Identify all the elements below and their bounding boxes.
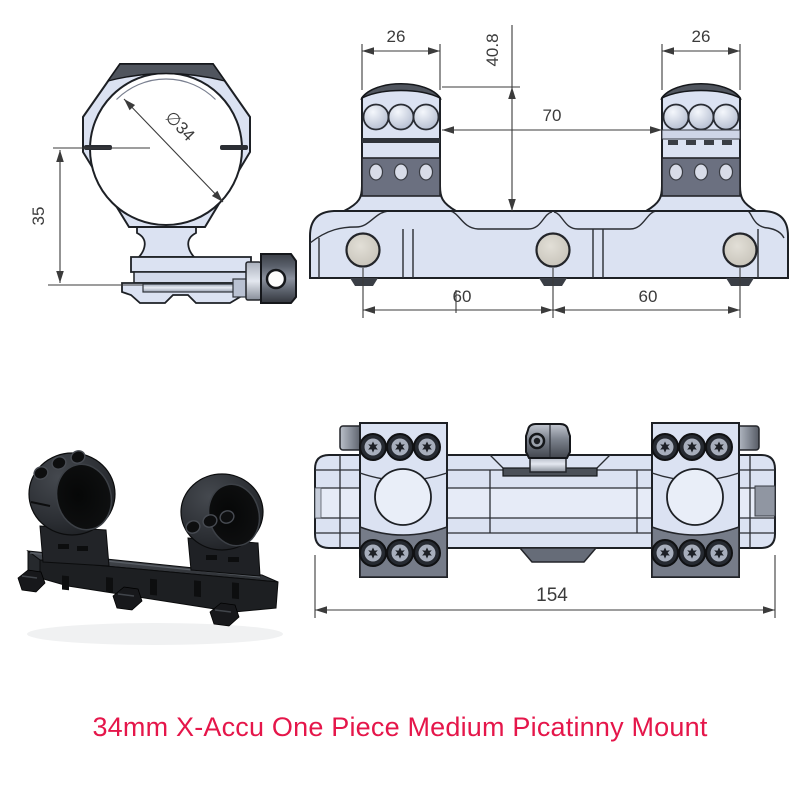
hex-nut (525, 423, 571, 459)
cross-bolt (722, 232, 758, 268)
cap-screw (662, 103, 690, 131)
product-title: 34mm X-Accu One Piece Medium Picatinny M… (92, 712, 708, 742)
dimension-70: 70 (442, 106, 662, 134)
front-ring-neck (136, 223, 197, 258)
top-right-clamp (651, 422, 740, 578)
photo-shadow (27, 623, 283, 645)
dim-text-26-right: 26 (692, 27, 711, 46)
ring-top-circle (374, 468, 432, 526)
cap-screw (712, 103, 740, 131)
lug-hole (368, 163, 384, 181)
lug-hole (393, 163, 409, 181)
cap-screw (412, 103, 440, 131)
dim-text-154: 154 (536, 585, 568, 606)
recoil-lug (518, 547, 598, 563)
top-left-clamp (359, 422, 448, 578)
front-nut-hole (265, 268, 287, 290)
lug-hole (693, 163, 709, 181)
center-nut-assembly (525, 423, 571, 473)
top-view: 154 (314, 422, 776, 618)
cap-screw (362, 103, 390, 131)
product-photo (17, 450, 283, 645)
cap-screw (687, 103, 715, 131)
tower-cap (359, 83, 443, 100)
ring-bore (55, 463, 113, 531)
front-cross-bolt-shaft (142, 283, 236, 293)
dimension-60-pair: 60 60 (362, 268, 741, 318)
bore-inner-bevel (116, 78, 216, 100)
lug-hole (718, 163, 734, 181)
dim-text-70: 70 (543, 106, 562, 125)
dimension-40-8: 40.8 (442, 25, 520, 211)
ring-screws (33, 450, 86, 480)
photo-hex-nuts (17, 569, 240, 627)
cross-bolt (345, 232, 381, 268)
bore-circle (89, 72, 243, 226)
dimension-154: 154 (314, 555, 776, 618)
dim-text-35: 35 (29, 207, 48, 226)
photo-right-ring (180, 473, 264, 577)
lug-hole (418, 163, 434, 181)
side-view: 26 26 40.8 70 (309, 25, 789, 318)
dim-text-26-left: 26 (387, 27, 406, 46)
rail-foot (350, 278, 378, 286)
cap-screw (387, 103, 415, 131)
front-scope-ring (82, 63, 251, 228)
photo-left-ring (28, 450, 116, 567)
front-view: ∅34 35 (29, 63, 297, 304)
side-left-tower (343, 83, 460, 212)
side-right-tower (642, 83, 760, 212)
dim-text-60-right: 60 (639, 287, 658, 306)
left-end-notch (314, 487, 322, 519)
dimension-26-left: 26 (361, 27, 441, 90)
cross-bolt (535, 232, 571, 268)
front-base-clamp (121, 253, 297, 304)
side-base-rail (309, 210, 789, 286)
picatinny-slots (62, 575, 239, 600)
front-bolt-washer (245, 261, 262, 301)
tower-cap (659, 83, 743, 100)
ring-split-band (362, 138, 440, 143)
ring-split-right (220, 145, 248, 150)
side-clamp-nut-right (736, 425, 760, 451)
ring-top-circle (666, 468, 724, 526)
ring-screws (185, 510, 235, 534)
side-clamp-nut-left (339, 425, 363, 451)
dim-text-40-8: 40.8 (483, 33, 502, 66)
serration-dashes (668, 140, 732, 145)
right-end-band (754, 485, 776, 517)
dim-text-60-left: 60 (453, 287, 472, 306)
ring-top-cap (106, 63, 227, 83)
dimension-26-right: 26 (661, 27, 741, 90)
dimension-height-35: 35 (29, 147, 150, 286)
lug-hole (668, 163, 684, 181)
